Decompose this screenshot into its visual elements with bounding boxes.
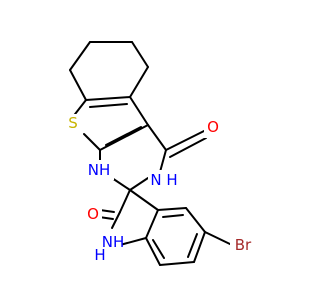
bond (129, 189, 159, 211)
bond (159, 149, 167, 173)
bond (111, 177, 131, 191)
bond (111, 211, 121, 229)
nitrogen-atom-label-3: N (150, 171, 161, 189)
label-background (84, 204, 102, 224)
bond (99, 124, 149, 151)
label-background (104, 236, 122, 258)
label-background (148, 170, 166, 190)
bond (159, 261, 195, 266)
oxygen-atom-label-carbonyl-top: O (207, 118, 219, 136)
sulfur-atom-label: S (68, 114, 78, 132)
label-background (230, 236, 256, 256)
hydrogen-atom-label-3: H (166, 171, 177, 189)
bond (185, 207, 206, 233)
bond (169, 137, 207, 158)
bond (165, 129, 207, 151)
oxygen-atom-label-carbonyl-oxindole: O (87, 205, 99, 223)
bond (145, 209, 159, 239)
molecule-canvas: S O O NH N H NH H Br (64, 41, 256, 266)
bromine-atom-label: Br (235, 236, 252, 254)
bond (119, 237, 147, 246)
bond (131, 41, 149, 68)
bond (204, 231, 233, 246)
label-background (64, 114, 82, 134)
nitrogen-atom-label-oxindole: NH (102, 233, 125, 251)
bond (162, 214, 184, 218)
pyrimidinone-ring (99, 124, 207, 191)
bond (105, 126, 142, 146)
label-background (204, 118, 222, 138)
bond (129, 96, 149, 126)
label-background (82, 160, 114, 180)
bond (99, 209, 115, 213)
nitrogen-atom-label-1: NH (88, 161, 111, 179)
bond (129, 177, 149, 191)
cyclohexane-ring (69, 41, 149, 101)
bond (119, 189, 131, 213)
bond (69, 69, 87, 101)
atom-labels: S O O NH N H NH H Br (64, 114, 256, 264)
label-background (164, 170, 180, 190)
bond (85, 96, 131, 101)
bond (83, 133, 101, 151)
hydrogen-atom-label-oxindole: H (94, 246, 105, 264)
bond (145, 237, 161, 266)
bond (157, 207, 187, 211)
bond (129, 66, 149, 98)
bond (187, 233, 198, 258)
bond (89, 103, 128, 108)
bond (152, 239, 165, 259)
thiophene-ring (71, 96, 149, 151)
bond (147, 124, 167, 151)
oxindole-ring (98, 189, 159, 246)
bond (193, 231, 206, 263)
benzene-ring (145, 207, 233, 266)
bond (69, 41, 91, 71)
molecule-structure: S O O NH N H NH H Br (64, 41, 256, 266)
